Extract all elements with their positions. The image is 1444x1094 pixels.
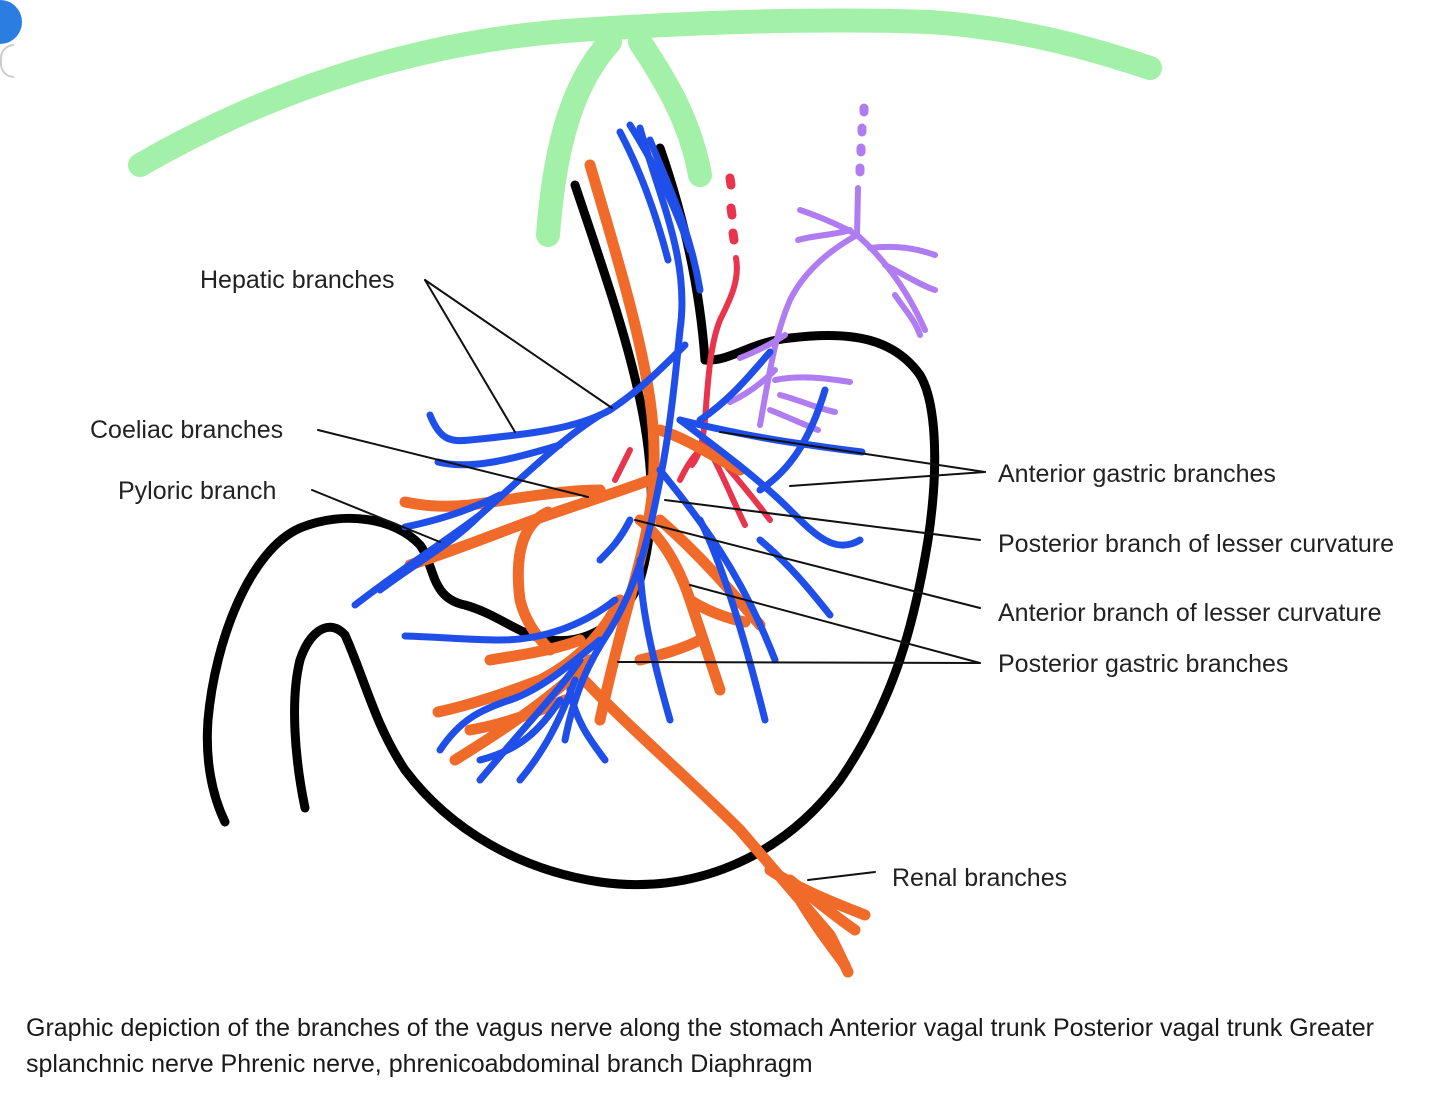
diaphragm [128,8,1162,247]
label-anterior-gastric-branches: Anterior gastric branches [998,460,1276,488]
label-renal-branches: Renal branches [892,864,1067,892]
label-anterior-branch-lesser-curvature: Anterior branch of lesser curvature [998,599,1382,627]
label-pyloric-branch: Pyloric branch [118,477,276,505]
label-posterior-gastric-branches: Posterior gastric branches [998,650,1288,678]
label-posterior-branch-lesser-curvature: Posterior branch of lesser curvature [998,530,1394,558]
carousel-prev-button[interactable] [0,0,22,44]
label-coeliac-branches: Coeliac branches [90,416,283,444]
leader-lines [311,279,986,881]
figure-caption: Graphic depiction of the branches of the… [26,1014,1374,1078]
vagus-nerve-diagram: Hepatic branches Coeliac branches Pylori… [90,8,1394,978]
anterior-vagal-trunk [351,121,866,784]
phrenic-nerve [727,103,938,433]
label-hepatic-branches: Hepatic branches [200,266,395,294]
